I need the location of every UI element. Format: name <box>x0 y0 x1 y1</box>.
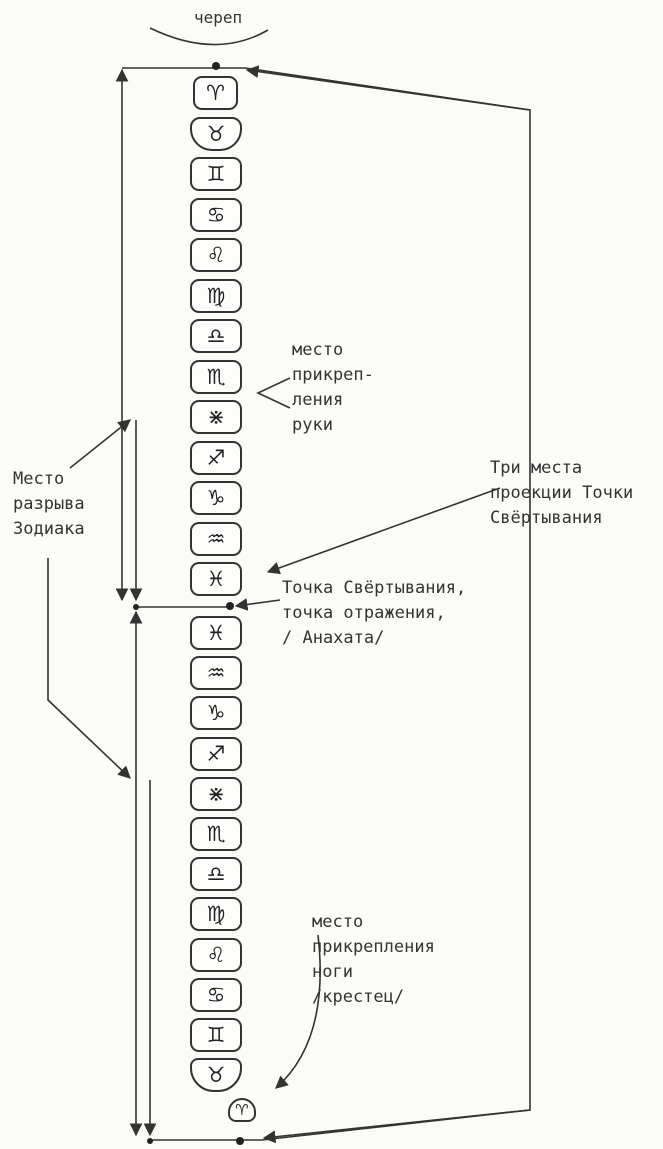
projection-frame-line <box>244 67 531 1141</box>
arm-attachment-label: место прикреп- ления руки <box>292 340 374 435</box>
lower-vertebra-4: ♐ <box>190 736 242 771</box>
lower-vertebra-13: ♈ <box>228 1098 256 1123</box>
lower-vertebra-10: ♋ <box>190 977 242 1012</box>
arm-brace <box>256 377 291 409</box>
lower-vertebra-1: ♓ <box>190 616 242 650</box>
top-point <box>212 62 220 70</box>
upper-vertebra-2: ♉ <box>190 116 242 151</box>
upper-vertebra-7: ♎ <box>190 319 242 353</box>
zodiac-break-label: Место разрыва Зодиака <box>13 469 85 539</box>
mid-left-point <box>133 604 139 610</box>
upper-vertebra-5: ♌ <box>190 238 242 272</box>
projection-pointer-bottom <box>262 1109 531 1144</box>
lower-vertebra-5: ⋇ <box>190 776 242 811</box>
upper-vertebra-12: ♒ <box>190 521 242 556</box>
upper-vertebra-1: ♈ <box>193 76 238 110</box>
lower-vertebra-8: ♍ <box>190 897 242 932</box>
upper-vertebra-4: ♋ <box>190 197 242 232</box>
lower-vertebra-7: ♎ <box>190 857 242 892</box>
leg-pointer <box>275 934 321 1089</box>
skull-label: череп <box>194 8 243 27</box>
bottom-left-point <box>147 1138 153 1144</box>
skull-arc <box>149 27 269 46</box>
upper-vertebra-6: ♍ <box>190 278 242 313</box>
projection-label: Три места проекции Точки Свёртывания <box>490 458 634 528</box>
lower-vertebra-3: ♑ <box>190 696 242 731</box>
zodiac-pointer-upper <box>69 419 131 469</box>
twist-point-label: Точка Свёртывания, точка отражения, / Ан… <box>282 578 467 648</box>
lower-vertebra-6: ♏ <box>190 817 242 851</box>
upper-vertebra-8: ♏ <box>190 359 242 394</box>
leg-attachment-label: место прикрепления ноги /крестец/ <box>312 912 435 1007</box>
twist-pointer <box>234 598 281 611</box>
projection-pointer-top <box>245 65 531 111</box>
upper-vertebra-13: ♓ <box>190 562 242 596</box>
twist-point <box>226 602 234 610</box>
lower-vertebra-2: ♒ <box>190 656 242 691</box>
lower-vertebra-11: ♊ <box>190 1018 242 1052</box>
upper-vertebra-11: ♑ <box>190 481 242 515</box>
bottom-point <box>236 1137 244 1145</box>
lower-vertebra-9: ♌ <box>190 937 242 972</box>
upper-vertebra-9: ⋇ <box>190 400 242 434</box>
projection-pointer-mid <box>266 487 501 575</box>
zodiac-pointer-lower <box>47 558 131 779</box>
upper-vertebra-10: ♐ <box>190 440 242 475</box>
upper-vertebra-3: ♊ <box>190 157 242 191</box>
